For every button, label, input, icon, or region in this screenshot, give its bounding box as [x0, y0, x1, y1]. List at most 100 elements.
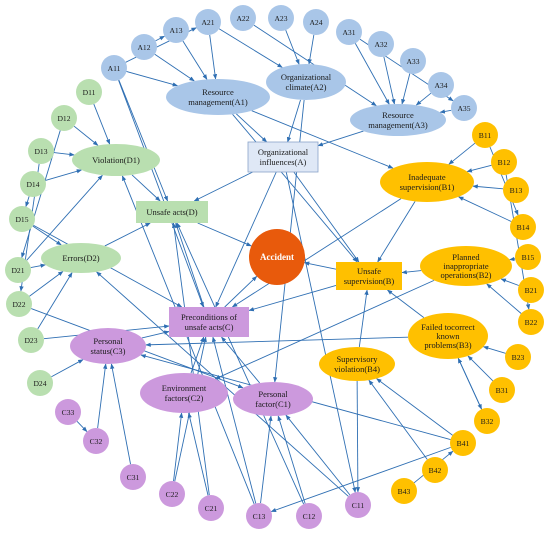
node-a13-label: A13 — [169, 26, 182, 35]
node-a32: A32 — [368, 31, 394, 57]
node-d23-shape — [18, 327, 44, 353]
node-a24-shape — [303, 9, 329, 35]
edge-a21-to-a2 — [218, 28, 283, 68]
node-b22-label: B22 — [525, 318, 538, 327]
node-d14-label: D14 — [26, 180, 39, 189]
edge-b41-to-b4 — [376, 378, 453, 436]
edge-b-to-c — [248, 285, 337, 312]
edge-d22-to-d2 — [29, 271, 64, 297]
edge-b4-to-b — [358, 289, 369, 348]
edge-b23-to-b3 — [482, 345, 506, 354]
edge-c13-to-c — [211, 336, 257, 504]
edge-b14-to-b1 — [458, 196, 512, 222]
node-c31-label: C31 — [127, 473, 140, 482]
node-b1-label: supervision(B1) — [400, 182, 455, 192]
node-b23-shape — [505, 344, 531, 370]
node-accident-label: Accident — [260, 252, 294, 262]
node-d-shape — [136, 201, 208, 223]
node-a23-shape — [268, 5, 294, 31]
node-c13: C13 — [246, 503, 272, 529]
node-c1-label: Personal — [258, 389, 288, 399]
edge-c13-to-d1 — [121, 175, 255, 505]
edge-b4-to-c11 — [355, 380, 361, 493]
node-c21-shape — [198, 495, 224, 521]
node-b43-label: B43 — [398, 487, 411, 496]
edge-a1-to-b1 — [251, 110, 394, 169]
node-d21-shape — [5, 257, 31, 283]
node-a12: A12 — [131, 34, 157, 60]
node-a31: A31 — [336, 19, 362, 45]
node-d13-label: D13 — [34, 147, 47, 156]
node-b32: B32 — [474, 408, 500, 434]
node-b23-label: B23 — [512, 353, 525, 362]
edge-a11-to-a1 — [126, 71, 179, 87]
edge-c1-to-c — [221, 336, 261, 384]
node-a13: A13 — [163, 17, 189, 43]
edge-b13-to-b1 — [472, 184, 504, 190]
node-c-label: Preconditions of — [181, 312, 237, 322]
node-d12: D12 — [51, 105, 77, 131]
edge-a35-to-a3 — [439, 109, 452, 114]
edge-a11-to-c — [118, 80, 204, 308]
node-b22: B22 — [518, 309, 544, 335]
node-c-shape — [169, 307, 249, 337]
edge-a12-to-a1 — [154, 53, 195, 82]
node-d11: D11 — [76, 79, 102, 105]
node-b4-shape — [319, 347, 395, 381]
node-b31: B31 — [489, 377, 515, 403]
node-b14-label: B14 — [517, 223, 530, 232]
node-b1-shape — [380, 162, 474, 202]
edge-d-to-acc — [197, 222, 252, 247]
edge-a33-to-a3 — [401, 73, 411, 105]
node-a21: A21 — [195, 9, 221, 35]
node-b41-shape — [450, 430, 476, 456]
edge-c12-to-d — [176, 222, 305, 505]
node-d21: D21 — [5, 257, 31, 283]
node-a2-shape — [266, 64, 346, 100]
node-b1-label: Inadequate — [408, 172, 446, 182]
edge-a23-to-a2 — [285, 29, 300, 65]
node-c22: C22 — [159, 481, 185, 507]
node-b-label: Unsafe — [357, 266, 381, 276]
node-d1-shape — [72, 144, 160, 176]
edge-a-to-c — [215, 171, 277, 308]
node-d13-shape — [28, 138, 54, 164]
node-accident: Accident — [249, 229, 305, 285]
edge-c11-to-c1 — [285, 414, 351, 496]
edge-d21-to-d2 — [30, 263, 46, 269]
edge-a-to-d — [193, 171, 253, 202]
node-b41: B41 — [450, 430, 476, 456]
node-b4-label: violation(B4) — [334, 364, 380, 374]
node-b3-label: known — [436, 331, 460, 341]
node-b42-shape — [422, 457, 448, 483]
node-c12-shape — [296, 503, 322, 529]
edge-b31-to-b3 — [467, 355, 494, 382]
edge-d13-to-d1 — [53, 152, 75, 157]
node-b3-label: Failed tocorrect — [421, 322, 475, 332]
node-a-label: Organizational — [258, 147, 309, 157]
node-d23: D23 — [18, 327, 44, 353]
edge-c21-to-c2 — [187, 412, 209, 496]
node-b2-shape — [420, 246, 512, 286]
edge-a2-to-a — [286, 99, 301, 143]
node-b41-label: B41 — [457, 439, 470, 448]
node-b3-shape — [408, 313, 488, 359]
node-d1: Violation(D1) — [72, 144, 160, 176]
node-c1-shape — [233, 382, 313, 416]
node-c32-label: C32 — [90, 437, 103, 446]
node-c21-label: C21 — [205, 504, 218, 513]
node-c11-label: C11 — [352, 501, 365, 510]
node-b12-label: B12 — [498, 158, 511, 167]
node-a23: A23 — [268, 5, 294, 31]
node-a33-label: A33 — [406, 57, 419, 66]
edge-a12-to-a13 — [155, 35, 165, 42]
node-b42-label: B42 — [429, 466, 442, 475]
node-c31: C31 — [120, 464, 146, 490]
node-c12-label: C12 — [303, 512, 316, 521]
edge-c21-to-d — [171, 222, 210, 496]
